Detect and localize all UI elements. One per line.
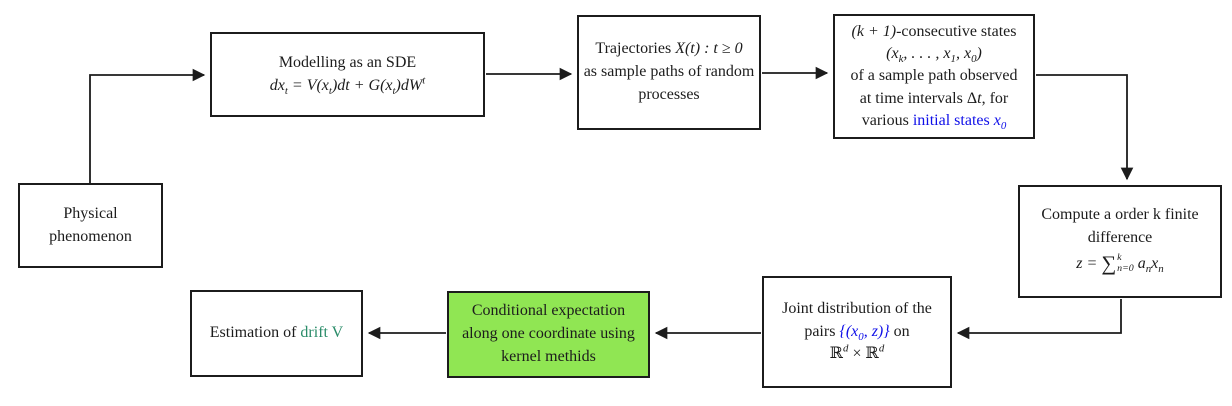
joint-line2: pairs {(x0, z)} on [804,322,910,343]
states-line1: (k + 1)-consecutive states [851,22,1017,40]
box-finite-difference: Compute a order k finite difference z = … [1018,185,1222,298]
states-line3: of a sample path observed [850,67,1018,85]
trajectories-line2: as sample paths of random [583,63,755,81]
arrow-finite-to-joint [956,299,1122,340]
kernel-line1: Conditional expectation [471,302,626,320]
box-modelling-sde: Modelling as an SDE dxt = V(xt)dt + G(xt… [210,32,485,117]
kernel-line2: along one coordinate using [462,325,635,343]
physical-line1: Physical [63,204,118,222]
joint-line3: ℝd × ℝd [829,343,885,363]
sde-title: Modelling as an SDE [278,53,417,71]
sde-formula: dxt = V(xt)dt + G(xt)dWt [269,74,426,97]
finite-line1: Compute a order k finite [1041,206,1199,224]
box-physical-phenomenon: Physical phenomenon [18,183,163,268]
estimation-line: Estimation of drift V [209,324,344,342]
box-trajectories: Trajectories X(t) : t ≥ 0 as sample path… [577,15,761,130]
arrow-physical-to-sde [89,68,206,183]
trajectories-line3: processes [638,85,700,103]
kernel-line3: kernel methids [501,347,596,365]
trajectories-line1: Trajectories X(t) : t ≥ 0 [595,40,743,58]
states-line2: (xk, . . . , x1, x0) [886,44,982,66]
states-line4: at time intervals Δt, for [859,89,1009,107]
arrow-states-to-finite [1036,74,1134,181]
finite-line2: difference [1087,228,1153,246]
box-joint-distribution: Joint distribution of the pairs {(x0, z)… [762,276,952,388]
box-drift-estimation: Estimation of drift V [190,290,363,377]
box-consecutive-states: (k + 1)-consecutive states (xk, . . . , … [833,14,1035,139]
box-conditional-expectation: Conditional expectation along one coordi… [447,291,650,378]
states-line5: various initial states x0 [861,112,1007,133]
physical-line2: phenomenon [49,227,132,245]
joint-line1: Joint distribution of the [782,299,932,317]
